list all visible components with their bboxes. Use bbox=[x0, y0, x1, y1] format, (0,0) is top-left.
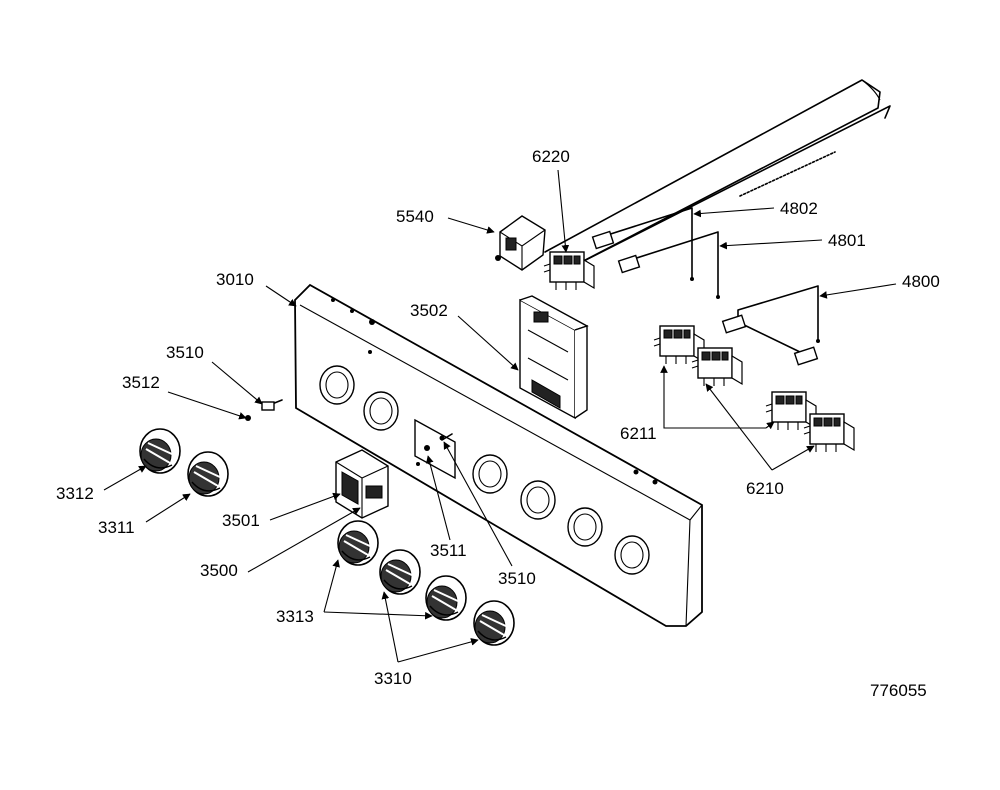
switch-6210-upper bbox=[691, 347, 743, 387]
callout-3510: 3510 bbox=[166, 343, 204, 362]
control-panel-fascia bbox=[294, 283, 703, 627]
knob-3311 bbox=[187, 451, 229, 497]
timer-unit bbox=[335, 449, 389, 519]
panel-timer-cutout bbox=[414, 418, 456, 480]
wire-harness-4802 bbox=[591, 207, 694, 281]
callout-labels: 3010 3510 3512 3312 3311 3501 3500 3313 … bbox=[56, 147, 940, 700]
leader-lines bbox=[103, 169, 897, 663]
knob-3313-left bbox=[337, 520, 379, 566]
callout-6210: 6210 bbox=[746, 479, 784, 498]
wire-harness-4801 bbox=[617, 231, 720, 299]
callout-3310: 3310 bbox=[374, 669, 412, 688]
callout-4802: 4802 bbox=[780, 199, 818, 218]
callout-4800: 4800 bbox=[902, 272, 940, 291]
callout-3313: 3313 bbox=[276, 607, 314, 626]
panel-knob-holes bbox=[319, 365, 650, 575]
switch-6211-lower bbox=[765, 391, 817, 431]
callout-3312: 3312 bbox=[56, 484, 94, 503]
callout-5540: 5540 bbox=[396, 207, 434, 226]
switch-6220 bbox=[543, 251, 595, 291]
wiring-channel bbox=[544, 79, 891, 271]
wire-harness-4800 bbox=[721, 285, 820, 366]
callout-6220: 6220 bbox=[532, 147, 570, 166]
knob-3313-right bbox=[425, 575, 467, 621]
switch-6211-upper bbox=[653, 325, 705, 365]
callout-3510-timer: 3510 bbox=[498, 569, 536, 588]
part-5540 bbox=[495, 215, 546, 271]
callout-6211: 6211 bbox=[620, 424, 657, 443]
callout-3502: 3502 bbox=[410, 301, 448, 320]
clip-3510 bbox=[261, 399, 283, 411]
knob-3310-right bbox=[473, 600, 515, 646]
knob-3310-left bbox=[379, 549, 421, 595]
drawing-number: 776055 bbox=[870, 681, 927, 700]
switch-6210-lower bbox=[803, 413, 855, 453]
callout-3010: 3010 bbox=[216, 270, 254, 289]
timer-bracket bbox=[519, 295, 589, 420]
clip-3510-timer bbox=[441, 433, 453, 441]
callout-3511: 3511 bbox=[430, 541, 467, 560]
callout-4801: 4801 bbox=[828, 231, 866, 250]
callout-3311: 3311 bbox=[98, 518, 135, 537]
callout-3500: 3500 bbox=[200, 561, 238, 580]
callout-3501: 3501 bbox=[222, 511, 260, 530]
callout-3512: 3512 bbox=[122, 373, 160, 392]
